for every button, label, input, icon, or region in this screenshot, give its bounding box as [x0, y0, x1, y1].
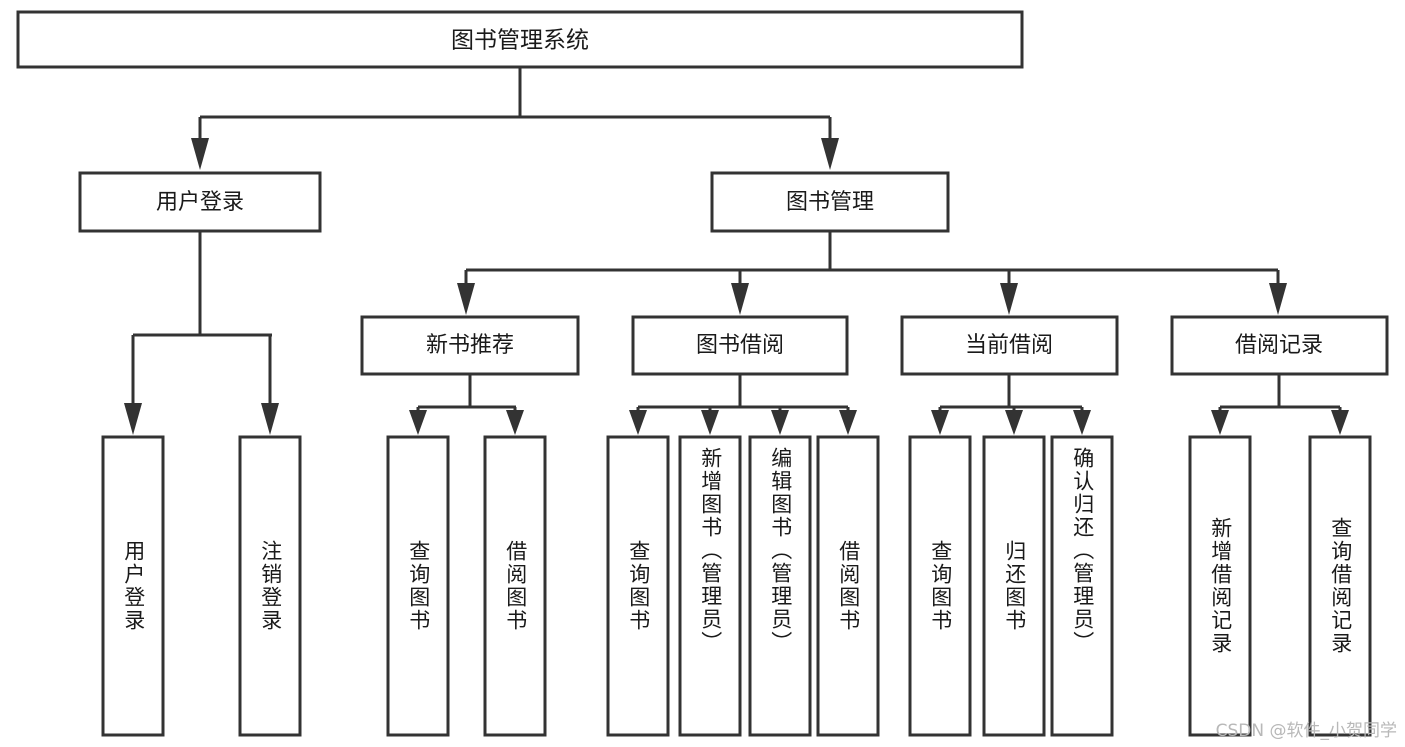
arrow-head-l-add-book — [701, 410, 719, 435]
connector-group-new-book-recommend — [409, 374, 524, 435]
node-book-borrow-box[interactable] — [631, 315, 849, 376]
leaf-box-l-query-record[interactable] — [1308, 435, 1372, 737]
node-book-borrow-label: 图书借阅 — [696, 333, 784, 358]
node-book-manage-box[interactable] — [710, 171, 950, 233]
node-new-book-recommend-box[interactable] — [360, 315, 580, 376]
leaf-box-l-query-book-3[interactable] — [908, 435, 972, 737]
node-current-borrow-label: 当前借阅 — [965, 333, 1053, 358]
connector-group-root — [191, 67, 839, 170]
arrow-head-l-confirm-return — [1073, 410, 1091, 435]
watermark-label: CSDN @软件_小贺同学 — [1215, 721, 1397, 741]
node-user-login-box[interactable] — [78, 171, 322, 233]
arrow-head-l-edit-book — [771, 410, 789, 435]
leaf-box-l-edit-book[interactable] — [748, 435, 812, 737]
leaf-box-l-confirm-return[interactable] — [1050, 435, 1114, 737]
arrow-head-user-login — [191, 138, 209, 170]
leaf-box-leaf-logout[interactable] — [238, 435, 302, 737]
arrow-head-book-manage — [821, 138, 839, 170]
leaf-box-l-add-book[interactable] — [678, 435, 742, 737]
node-user-login-label: 用户登录 — [156, 190, 244, 215]
arrow-head-l-return-book — [1005, 410, 1023, 435]
arrow-head-leaf-logout — [261, 403, 279, 435]
connector-group-book-manage — [457, 231, 1287, 315]
arrow-head-l-query-book-3 — [931, 410, 949, 435]
connector-group-user-login — [124, 231, 279, 435]
arrow-head-leaf-user-login — [124, 403, 142, 435]
node-book-manage-label: 图书管理 — [786, 190, 874, 215]
node-borrow-record-box[interactable] — [1170, 315, 1389, 376]
node-root[interactable]: 图书管理系统 — [16, 10, 1024, 69]
node-borrow-record-label: 借阅记录 — [1235, 333, 1323, 358]
node-root-box[interactable] — [16, 10, 1024, 69]
arrow-head-l-query-book-2 — [629, 410, 647, 435]
arrow-head-l-query-record — [1331, 410, 1349, 435]
node-new-book-recommend[interactable]: 新书推荐 — [360, 315, 580, 376]
leaf-box-l-borrow-book-2[interactable] — [816, 435, 880, 737]
node-current-borrow[interactable]: 当前借阅 — [900, 315, 1119, 376]
leaf-box-l-query-book-2[interactable] — [606, 435, 670, 737]
node-current-borrow-box[interactable] — [900, 315, 1119, 376]
node-book-borrow[interactable]: 图书借阅 — [631, 315, 849, 376]
leaf-box-l-query-book-1[interactable] — [386, 435, 450, 737]
leaf-box-l-return-book[interactable] — [982, 435, 1046, 737]
node-borrow-record[interactable]: 借阅记录 — [1170, 315, 1389, 376]
connector-group-borrow-record — [1211, 374, 1349, 435]
arrow-head-l-borrow-book-2 — [839, 410, 857, 435]
arrow-head-current-borrow — [1000, 283, 1018, 315]
node-book-manage[interactable]: 图书管理 — [710, 171, 950, 233]
node-root-label: 图书管理系统 — [451, 28, 589, 54]
arrow-head-l-borrow-book-1 — [506, 410, 524, 435]
leaf-boxes — [101, 435, 1372, 737]
arrow-head-l-add-record — [1211, 410, 1229, 435]
leaf-box-leaf-user-login[interactable] — [101, 435, 165, 737]
arrow-head-l-query-book-1 — [409, 410, 427, 435]
arrow-head-book-borrow — [731, 283, 749, 315]
leaf-box-l-borrow-book-1[interactable] — [483, 435, 547, 737]
connector-group-book-borrow — [629, 374, 857, 435]
leaf-box-l-add-record[interactable] — [1188, 435, 1252, 737]
node-new-book-recommend-label: 新书推荐 — [426, 333, 514, 358]
node-user-login[interactable]: 用户登录 — [78, 171, 322, 233]
arrow-head-borrow-record — [1269, 283, 1287, 315]
connector-group-current-borrow — [931, 374, 1091, 435]
arrow-head-new-book-recommend — [457, 283, 475, 315]
